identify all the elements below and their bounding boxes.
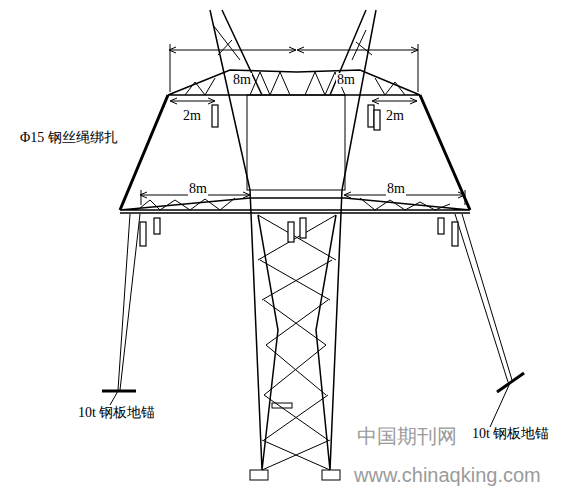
watermark: 中国期刊网 xyxy=(357,426,457,446)
watermark: www.chinaqking.com xyxy=(354,465,541,485)
anchor-label: 10t 钢板地锚 xyxy=(472,427,549,441)
dimension-label: 8m xyxy=(386,182,406,196)
dimension-label: 2m xyxy=(386,109,404,123)
dimension-label: 8m xyxy=(232,73,252,87)
dimension-label: 8m xyxy=(188,182,208,196)
dimension-label: 8m xyxy=(336,73,356,87)
note-label: Φ15 钢丝绳绑扎 xyxy=(20,131,118,145)
dimension-label: 2m xyxy=(183,109,201,123)
anchor-label: 10t 钢板地锚 xyxy=(78,406,155,420)
